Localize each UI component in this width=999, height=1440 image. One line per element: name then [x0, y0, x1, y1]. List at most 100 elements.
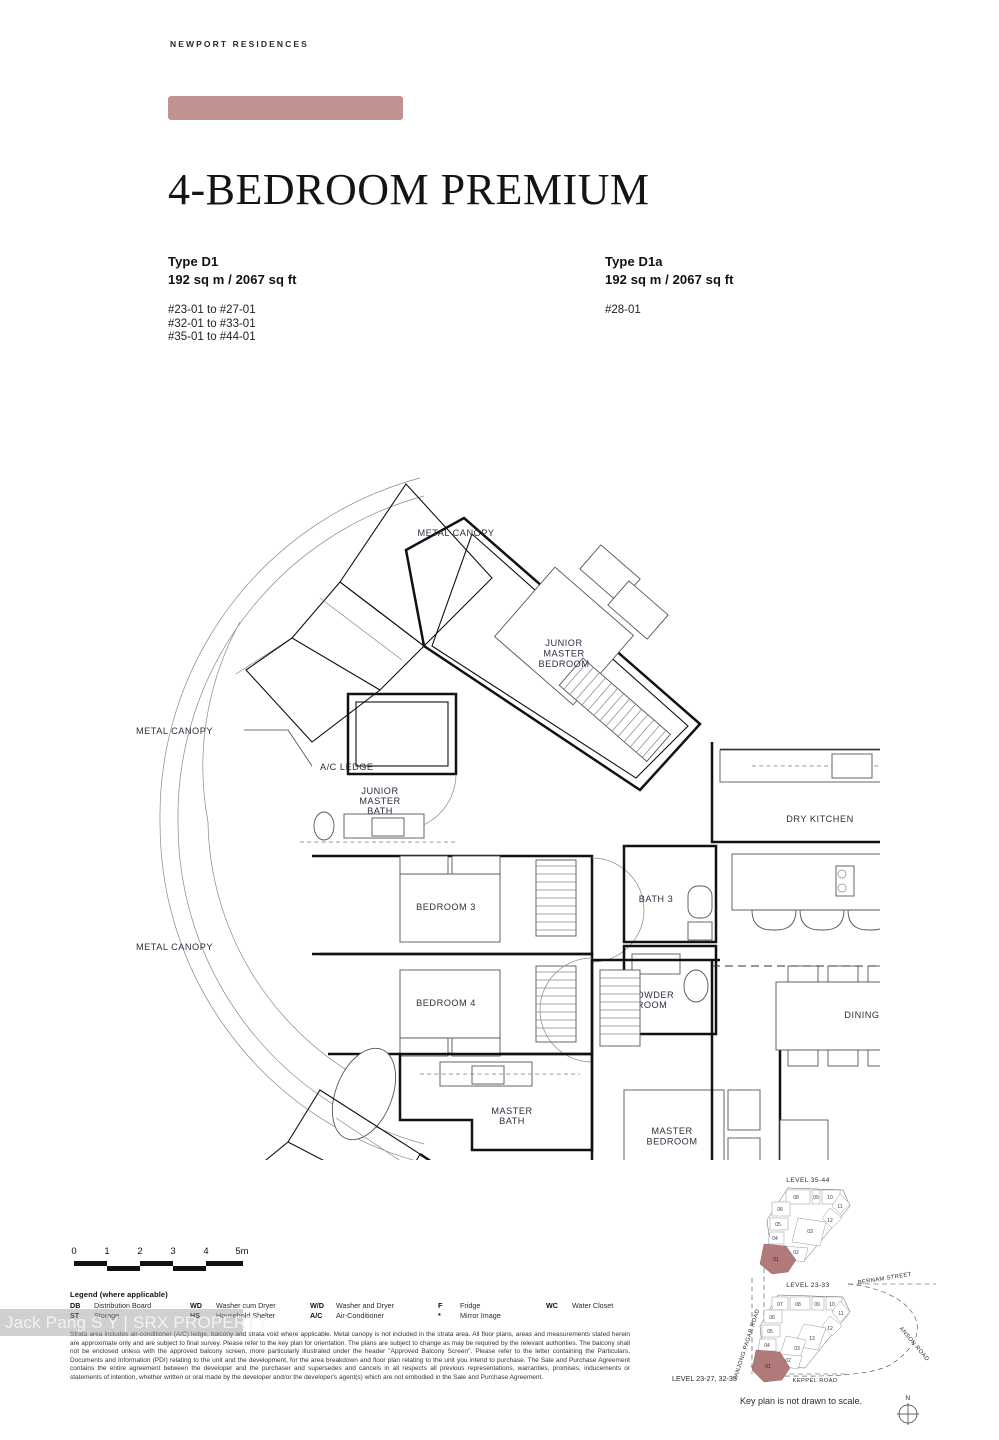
room-dining: DINING — [775, 965, 880, 1067]
room-label-dining: DINING — [844, 1010, 879, 1020]
unit-type-d1: Type D1 192 sq m / 2067 sq ft #23-01 to … — [168, 254, 297, 345]
disclaimer-text: Strata area includes air-conditioner (A/… — [70, 1331, 630, 1381]
kp-lower-unit-09: 09 — [814, 1302, 820, 1308]
legend-abbr-mirror: * — [438, 1311, 441, 1320]
metal-canopy-arcs — [159, 477, 425, 1160]
type-d1-name: Type D1 — [168, 254, 219, 269]
type-d1-area: 192 sq m / 2067 sq ft — [168, 272, 297, 287]
annotation-metal-canopy-top: METAL CANOPY — [418, 528, 494, 538]
legend-abbr-fridge: F — [438, 1301, 443, 1310]
kp-lower-unit-03: 03 — [794, 1346, 800, 1352]
room-label-bath-3: BATH 3 — [639, 894, 673, 904]
north-arrow-icon: N — [897, 1395, 919, 1425]
unit-type-d1a: Type D1a 192 sq m / 2067 sq ft #28-01 — [605, 254, 734, 318]
room-dry-kitchen: DRY KITCHEN F F — [710, 742, 880, 931]
kp-lower-unit-10: 10 — [829, 1302, 835, 1308]
accent-bar — [168, 96, 403, 120]
foyer-walls — [590, 960, 641, 1047]
legend: Legend (where applicable) DB Distribution… — [70, 1290, 670, 1321]
kp-lower-unit-13: 13 — [809, 1336, 815, 1342]
kp-upper-unit-05: 05 — [775, 1222, 781, 1228]
room-living: LIVING — [779, 1119, 829, 1160]
legend-item-wd-slash: W/D Washer and Dryer — [310, 1301, 394, 1310]
kp-upper-unit-01: 01 — [773, 1257, 779, 1263]
brand-name: NEWPORT RESIDENCES — [170, 39, 309, 49]
legend-title: Legend (where applicable) — [70, 1290, 168, 1299]
kp-lower-unit-04: 04 — [764, 1343, 770, 1349]
annotation-ac-ledge-upper: A/C LEDGE — [320, 762, 374, 772]
label-ac-ledge-upper: A/C LEDGE — [320, 762, 374, 772]
key-plan-caption: Key plan is not drawn to scale. — [740, 1396, 863, 1406]
legend-item-db: DB Distribution Board — [70, 1301, 151, 1310]
legend-text-wd: Washer cum Dryer — [216, 1301, 276, 1310]
room-bedroom-3: BEDROOM 3 — [312, 854, 645, 963]
room-label-dry-kitchen: DRY KITCHEN — [786, 814, 853, 824]
scale-tick-1: 1 — [104, 1246, 110, 1257]
legend-text-wd-slash: Washer and Dryer — [336, 1301, 395, 1310]
kp-lower-unit-02: 02 — [785, 1358, 791, 1364]
key-plan-level-upper: LEVEL 35-44 — [786, 1177, 829, 1184]
unit-outer-walls — [592, 958, 880, 1160]
room-label-bedroom-3: BEDROOM 3 — [416, 902, 476, 912]
kp-upper-unit-10: 10 — [827, 1195, 833, 1201]
scale-tick-2: 2 — [137, 1246, 143, 1257]
label-metal-canopy-left-mid: METAL CANOPY — [136, 942, 213, 952]
legend-abbr-wd-slash: W/D — [310, 1301, 324, 1310]
north-label: N — [905, 1395, 910, 1402]
scale-bar-graphic — [70, 1261, 270, 1273]
legend-item-wc: WC Water Closet — [546, 1301, 613, 1310]
legend-text-fridge: Fridge — [460, 1301, 481, 1310]
kp-lower-unit-06: 06 — [769, 1315, 775, 1321]
legend-abbr-db: DB — [70, 1301, 81, 1310]
type-d1a-units: #28-01 — [605, 304, 641, 316]
annotation-metal-canopy-left-upper: METAL CANOPY — [136, 726, 313, 767]
legend-abbr-st: ST — [70, 1311, 80, 1320]
scale-tick-5: 5m — [235, 1246, 249, 1257]
kp-upper-unit-09: 09 — [813, 1195, 819, 1201]
type-d1-units: #23-01 to #27-01 #32-01 to #33-01 #35-01… — [168, 304, 256, 344]
legend-abbr-wc: WC — [546, 1301, 558, 1310]
road-label-keppel: KEPPEL ROAD — [792, 1378, 837, 1384]
legend-text-ac: Air-Conditioner — [336, 1311, 384, 1320]
kp-upper-unit-11: 11 — [837, 1204, 842, 1210]
kp-upper-unit-02: 02 — [793, 1250, 799, 1256]
room-label-bedroom-4: BEDROOM 4 — [416, 998, 476, 1008]
kp-upper-unit-06: 06 — [777, 1207, 783, 1213]
annotation-metal-canopy-left-mid: METAL CANOPY — [136, 942, 213, 952]
key-plan-highlight-upper — [759, 1243, 797, 1275]
scale-tick-0: 0 — [71, 1246, 77, 1257]
room-bedroom-4: BEDROOM 4 — [320, 952, 594, 1063]
key-plan: TANJONG PAGAR ROAD BERNAM STREET ANSON R… — [660, 1160, 995, 1435]
type-d1a-name: Type D1a — [605, 254, 663, 269]
kp-lower-unit-11: 11 — [838, 1311, 843, 1317]
scale-tick-3: 3 — [170, 1246, 176, 1257]
legend-text-hs: Household Shelter — [216, 1311, 276, 1320]
kp-upper-unit-08: 08 — [793, 1195, 799, 1201]
scale-bar: 0 1 2 3 4 5m — [70, 1246, 270, 1273]
kp-lower-unit-07: 07 — [777, 1302, 783, 1308]
legend-text-db: Distribution Board — [94, 1301, 152, 1310]
legend-abbr-wd: WD — [190, 1301, 202, 1310]
scale-bar-ticks: 0 1 2 3 4 5m — [70, 1246, 270, 1259]
kp-upper-unit-04: 04 — [772, 1236, 778, 1242]
scale-tick-4: 4 — [203, 1246, 209, 1257]
legend-text-wc: Water Closet — [572, 1301, 614, 1310]
kp-upper-unit-03: 03 — [807, 1229, 813, 1235]
label-metal-canopy-left-upper: METAL CANOPY — [136, 726, 213, 736]
kp-lower-unit-12: 12 — [827, 1326, 833, 1332]
key-plan-block-lower: 07 08 09 10 06 11 05 12 13 04 03 02 01 — [751, 1294, 851, 1383]
page-title: 4-BEDROOM PREMIUM — [168, 165, 650, 215]
kp-lower-unit-08: 08 — [795, 1302, 801, 1308]
